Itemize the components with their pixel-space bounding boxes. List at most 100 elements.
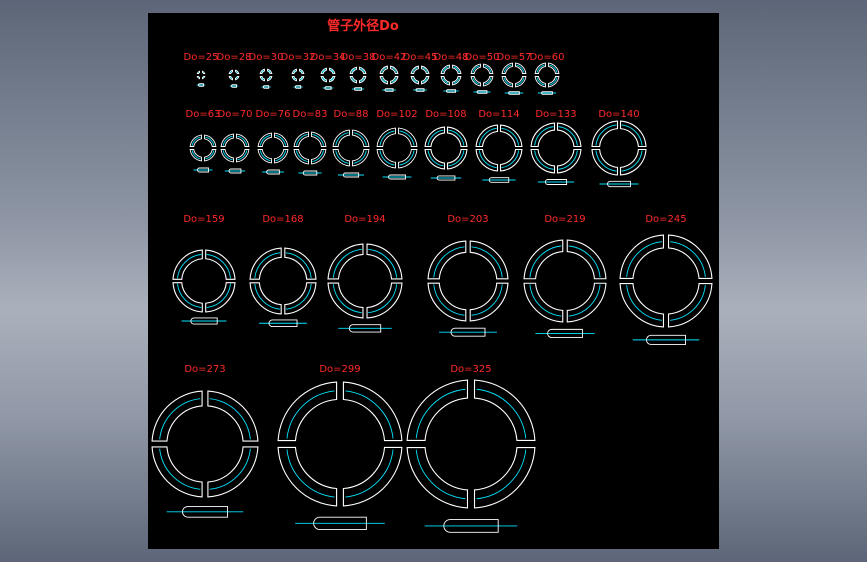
pipe-shell-quadrant — [591, 148, 619, 176]
section-outline — [384, 88, 394, 92]
pipe-centerline-arc — [177, 254, 202, 279]
pipe-centerline-arc — [412, 67, 418, 73]
pipe-shell-quadrant — [201, 75, 206, 80]
pipe-shell-quadrant — [342, 381, 403, 442]
pipe-shell-quadrant — [257, 149, 272, 164]
pipe-shell-quadrant — [390, 65, 399, 74]
pipe-shell-quadrant — [499, 148, 523, 172]
pipe-centerline-arc — [312, 150, 324, 162]
pipe-shell-quadrant — [379, 76, 388, 85]
pipe-shell-quadrant — [277, 381, 338, 442]
pipe-diameter-label: Do=60 — [530, 52, 565, 63]
pipe-shell-quadrant — [515, 62, 527, 74]
pipe-shell-quadrant — [291, 68, 297, 74]
pipe-shell-quadrant — [483, 76, 494, 87]
pipe-centerline-arc — [621, 150, 643, 172]
pipe-item: Do=159 — [172, 214, 236, 325]
pipe-centerline-arc — [501, 127, 520, 146]
pipe-diameter-label: Do=28 — [217, 52, 252, 63]
pipe-centerline-arc — [205, 136, 215, 146]
pipe-shell-quadrant — [398, 127, 418, 147]
pipe-shell-quadrant — [291, 76, 297, 82]
pipe-shell-quadrant — [619, 120, 647, 148]
pipe-centerline-arc — [191, 136, 201, 146]
pipe-centerline-arc — [549, 64, 558, 73]
pipe-item: Do=114 — [475, 109, 523, 183]
pipe-centerline-arc — [351, 77, 356, 82]
pipe-shell-quadrant — [349, 66, 357, 74]
pipe-item: Do=76 — [256, 109, 290, 175]
pipe-centerline-arc — [296, 134, 308, 146]
pipe-item: Do=28 — [217, 52, 252, 88]
tab-section-detail — [482, 177, 516, 183]
tab-section-detail — [599, 180, 639, 188]
pipe-centerline-arc — [626, 284, 663, 321]
pipe-shell-quadrant — [667, 234, 713, 280]
pipe-diameter-label: Do=70 — [218, 109, 253, 120]
section-outline — [388, 174, 406, 180]
pipe-centerline-arc — [484, 77, 492, 85]
pipe-diameter-label: Do=203 — [447, 214, 488, 225]
section-outline — [198, 83, 204, 87]
pipe-diameter-label: Do=133 — [535, 109, 576, 120]
pipe-centerline-arc — [516, 64, 525, 73]
pipe-shell-quadrant — [556, 148, 582, 174]
pipe-shell-quadrant — [483, 63, 494, 74]
pipe-item: Do=32 — [281, 52, 315, 89]
pipe-centerline-arc — [476, 388, 527, 439]
pipe-shell-quadrant — [470, 76, 481, 87]
pipe-shell-quadrant — [342, 446, 403, 507]
pipe-shell-quadrant — [274, 132, 289, 147]
section-outline — [541, 91, 553, 95]
pipe-shell-quadrant — [470, 63, 481, 74]
pipe-diameter-label: Do=45 — [403, 52, 438, 63]
pipe-shell-quadrant — [566, 282, 607, 323]
pipe-centerline-arc — [222, 150, 233, 161]
pipe-shell-quadrant — [259, 68, 265, 74]
pipe-centerline-arc — [471, 246, 503, 278]
section-outline — [450, 327, 486, 337]
pipe-centerline-arc — [529, 245, 562, 278]
pipe-shell-quadrant — [259, 76, 265, 82]
pipe-centerline-arc — [536, 77, 545, 86]
pipe-centerline-arc — [427, 150, 444, 167]
pipe-centerline-arc — [399, 150, 415, 166]
pipe-shell-quadrant — [591, 120, 619, 148]
pipe-centerline-arc — [353, 150, 367, 164]
section-outline — [646, 334, 686, 345]
pipe-shell-quadrant — [406, 446, 469, 509]
pipe-centerline-arc — [209, 448, 251, 490]
tab-section-detail — [473, 90, 491, 94]
pipe-shell-quadrant — [205, 249, 236, 280]
pipe-item: Do=42 — [372, 52, 407, 92]
tab-section-detail — [181, 317, 227, 325]
pipe-centerline-arc — [448, 129, 465, 146]
pipe-centerline-arc — [206, 283, 231, 308]
pipe-shell-quadrant — [189, 149, 202, 162]
pipe-item: Do=245 — [619, 214, 713, 345]
tab-section-detail — [261, 85, 271, 89]
pipe-shell-quadrant — [406, 379, 469, 442]
section-outline — [415, 88, 425, 92]
pipe-shell-quadrant — [548, 76, 560, 88]
pipe-centerline-arc — [442, 77, 449, 84]
tab-section-detail — [382, 88, 396, 92]
pipe-centerline-arc — [345, 390, 394, 439]
pipe-diameter-label: Do=245 — [645, 214, 686, 225]
section-outline — [324, 86, 332, 90]
pipe-shell-quadrant — [235, 69, 240, 74]
pipe-diameter-label: Do=159 — [183, 214, 224, 225]
pipe-shell-quadrant — [667, 282, 713, 328]
pipe-diameter-label: Do=57 — [497, 52, 532, 63]
section-outline — [190, 317, 218, 325]
pipe-centerline-arc — [472, 77, 480, 85]
pipe-diameter-label: Do=42 — [372, 52, 407, 63]
pipe-diameter-label: Do=140 — [598, 109, 639, 120]
pipe-shell-quadrant — [329, 76, 336, 83]
pipe-item: Do=133 — [530, 109, 582, 185]
section-outline — [231, 84, 237, 88]
pipe-diameter-label: Do=273 — [184, 364, 225, 375]
pipe-centerline-arc — [391, 77, 397, 83]
pipe-shell-quadrant — [277, 446, 338, 507]
